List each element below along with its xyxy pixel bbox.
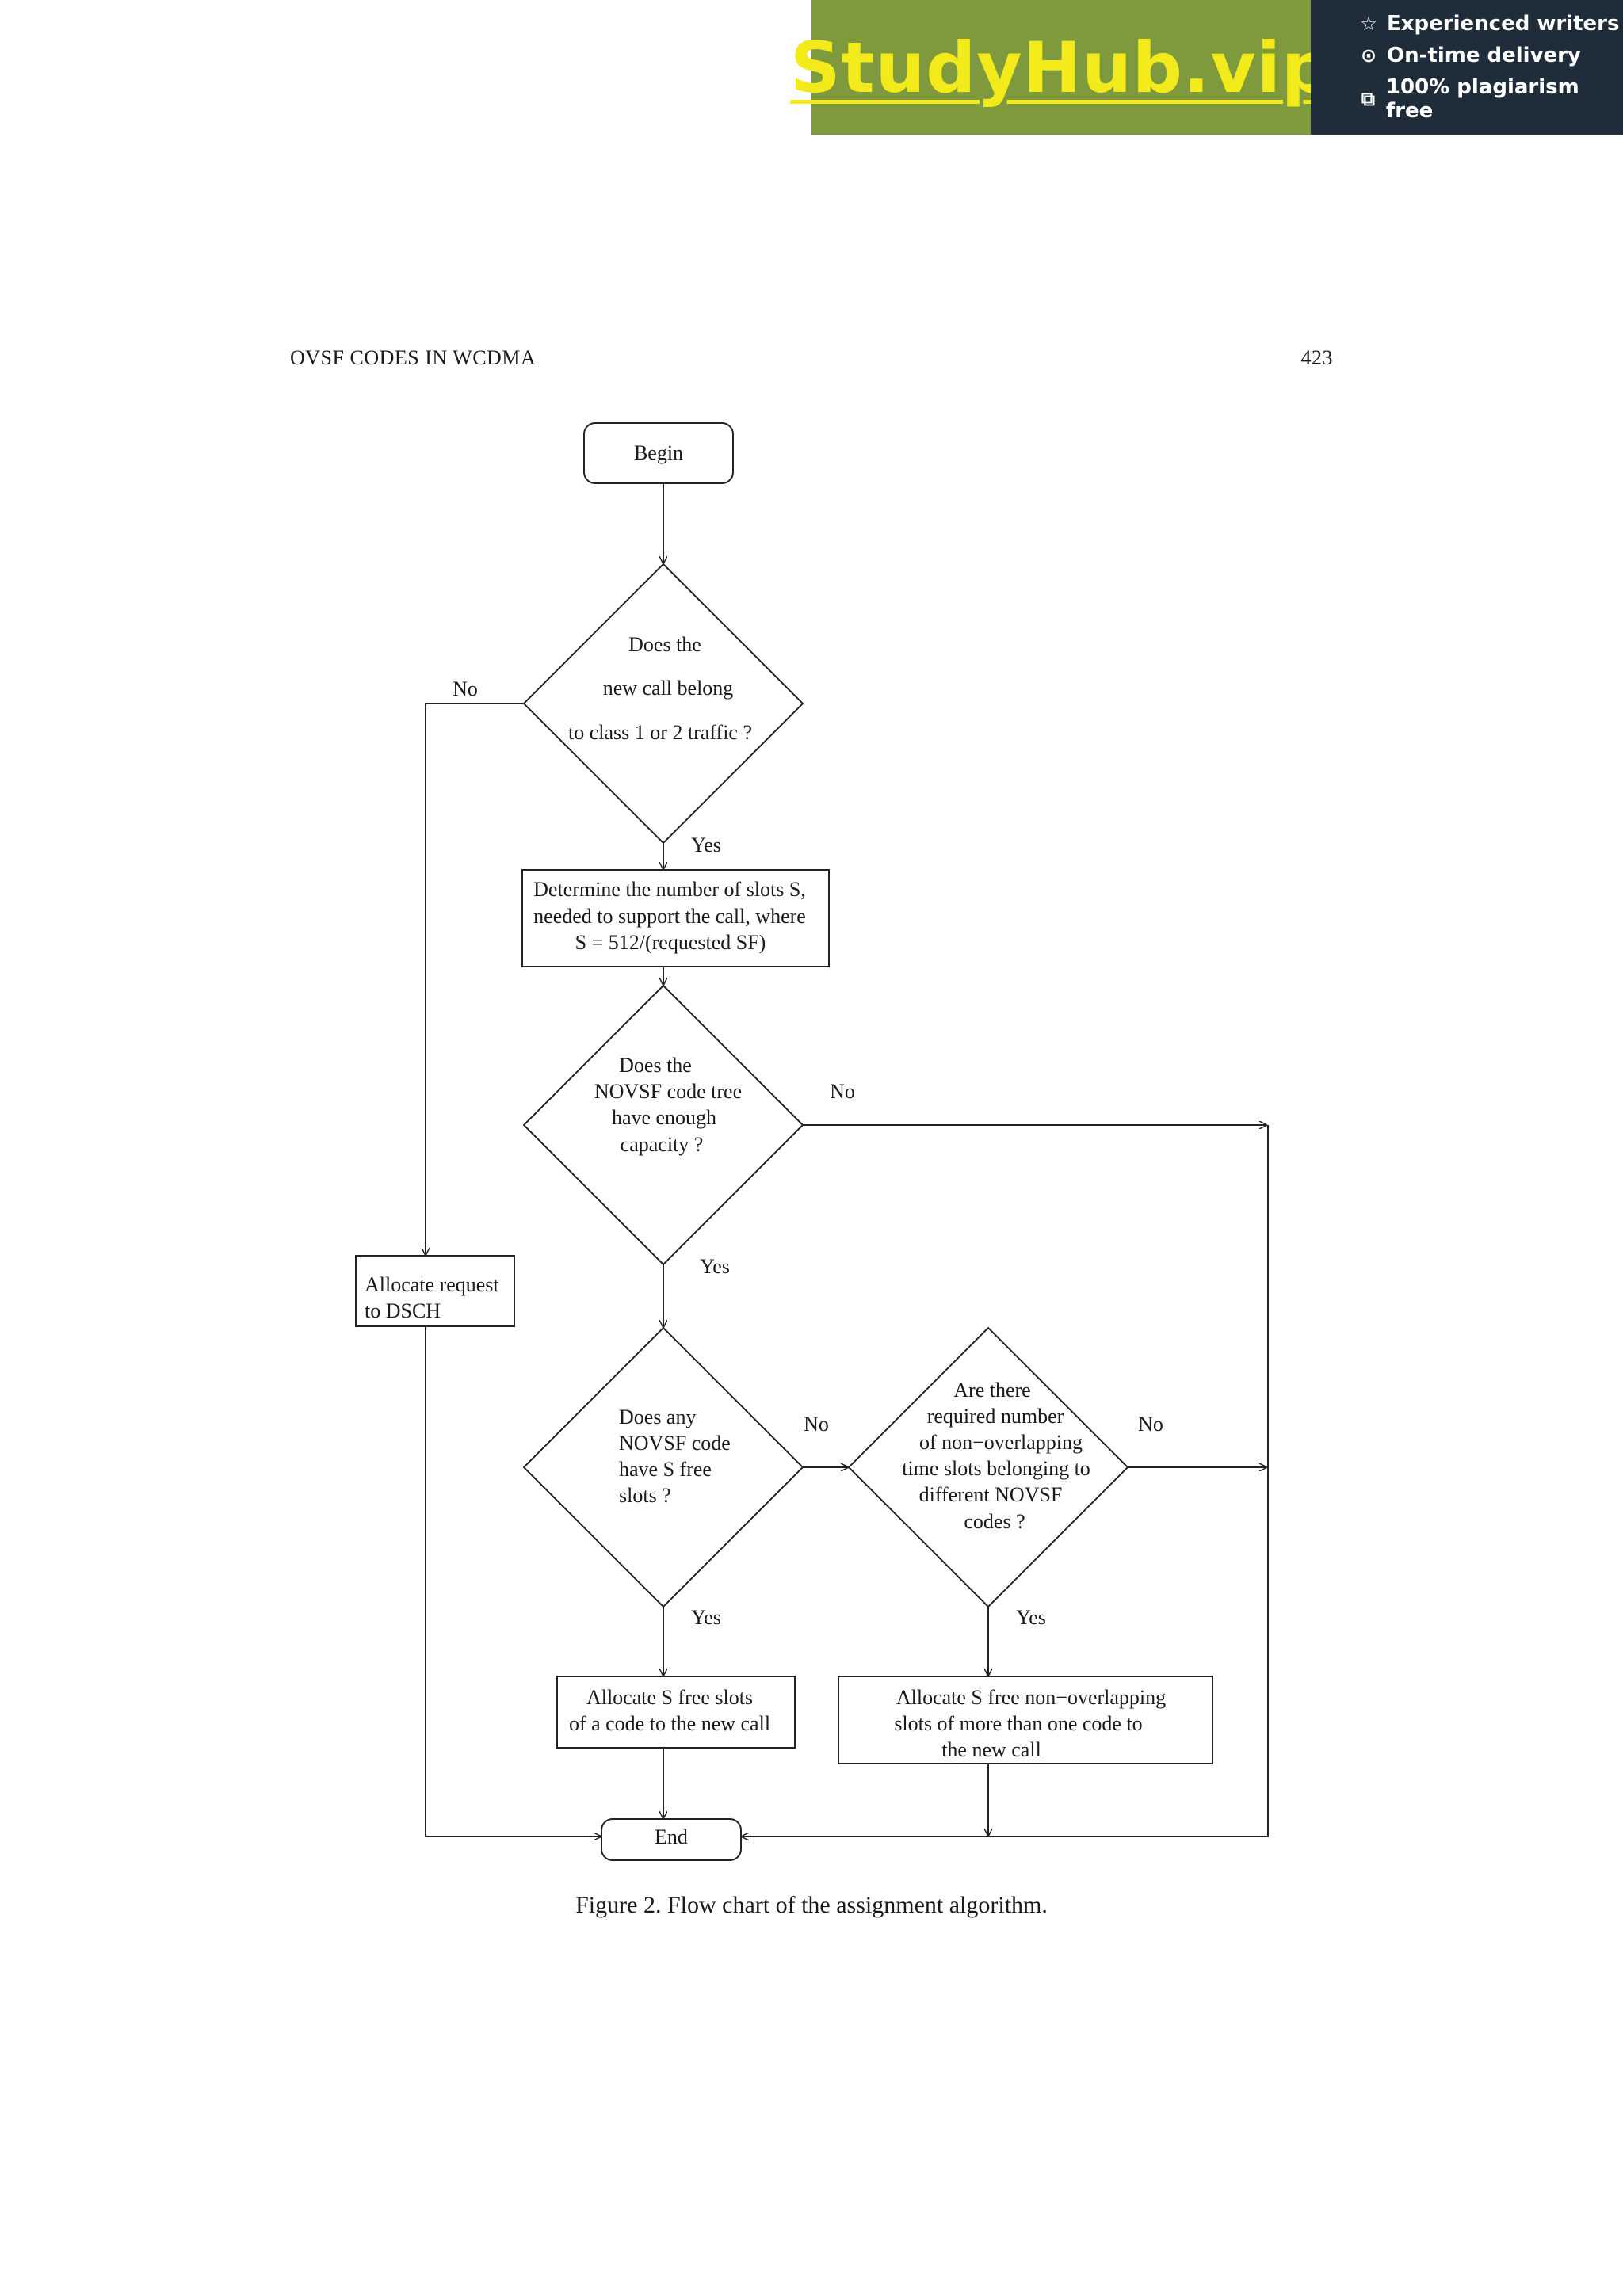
allocate-single-box <box>556 1676 796 1749</box>
allocate-multiple-label: slots of more than one code to <box>894 1712 1142 1735</box>
edge-label-no: No <box>453 677 478 700</box>
decision-free-slots-label: have S free <box>619 1458 712 1481</box>
begin-terminal <box>583 422 734 484</box>
page-number: 423 <box>1300 346 1333 369</box>
decision-class-diamond <box>522 563 804 845</box>
edge-label-no: No <box>804 1413 829 1436</box>
banner-feature-label: Experienced writers <box>1387 12 1620 36</box>
determine-slots-box <box>521 869 830 967</box>
allocate-dsch-label: to DSCH <box>365 1299 441 1322</box>
decision-non-overlapping-label: different NOVSF <box>919 1483 1063 1506</box>
clock-icon: ⊙ <box>1360 44 1377 67</box>
edge-label-yes: Yes <box>700 1255 730 1278</box>
decision-capacity-label: capacity ? <box>621 1133 704 1156</box>
edge-label-yes: Yes <box>691 833 721 856</box>
allocate-single-label: of a code to the new call <box>569 1712 770 1735</box>
ad-banner[interactable]: StudyHub.vip ☆ Experienced writers ⊙ On-… <box>790 0 1623 135</box>
allocate-single-label: Allocate S free slots <box>586 1686 753 1709</box>
decision-non-overlapping-label: required number <box>927 1405 1064 1428</box>
determine-slots-label: needed to support the call, where <box>533 905 806 928</box>
allocate-dsch-box <box>355 1255 515 1327</box>
determine-slots-label: Determine the number of slots S, <box>533 878 806 901</box>
decision-class-label: Does the <box>628 633 701 656</box>
decision-free-slots-label: NOVSF code <box>619 1432 731 1455</box>
banner-feature: ☆ Experienced writers <box>1358 12 1623 36</box>
banner-feature: ⧉ 100% plagiarism free <box>1358 75 1623 123</box>
banner-feature: ⊙ On-time delivery <box>1358 44 1623 67</box>
decision-free-slots-label: slots ? <box>619 1484 671 1507</box>
decision-non-overlapping-label: time slots belonging to <box>902 1457 1090 1480</box>
decision-class-label: new call belong <box>603 677 734 700</box>
determine-slots-label: S = 512/(requested SF) <box>575 931 766 954</box>
banner-feature-label: 100% plagiarism free <box>1385 75 1579 123</box>
begin-label: Begin <box>634 441 683 464</box>
figure-caption: Figure 2. Flow chart of the assignment a… <box>575 1892 1048 1918</box>
decision-non-overlapping-label: codes ? <box>964 1510 1025 1533</box>
banner-logo[interactable]: StudyHub.vip <box>790 26 1332 109</box>
copy-icon: ⧉ <box>1361 88 1376 110</box>
end-label: End <box>655 1825 688 1848</box>
connector <box>426 703 524 1256</box>
allocate-multiple-label: Allocate S free non−overlapping <box>896 1686 1166 1709</box>
edge-label-yes: Yes <box>691 1606 721 1629</box>
decision-free-slots-label: Does any <box>619 1405 696 1428</box>
banner-logo-area[interactable]: StudyHub.vip <box>790 0 1331 135</box>
edge-label-no: No <box>1138 1413 1163 1436</box>
connector <box>425 1326 601 1836</box>
decision-non-overlapping-label: Are there <box>953 1379 1030 1402</box>
edge-label-no: No <box>830 1080 855 1103</box>
allocate-multiple-label: the new call <box>941 1738 1041 1761</box>
banner-features: ☆ Experienced writers ⊙ On-time delivery… <box>1311 0 1623 135</box>
banner-feature-label: On-time delivery <box>1387 44 1581 67</box>
star-icon: ☆ <box>1360 13 1377 35</box>
connector <box>741 1125 1269 1836</box>
allocate-multiple-box <box>838 1676 1213 1764</box>
allocate-dsch-label: Allocate request <box>365 1273 499 1296</box>
decision-capacity-label: have enough <box>612 1106 716 1129</box>
decision-class-label: to class 1 or 2 traffic ? <box>568 721 752 744</box>
decision-capacity-label: NOVSF code tree <box>594 1080 742 1103</box>
decision-non-overlapping-label: of non−overlapping <box>919 1431 1083 1454</box>
decision-capacity-label: Does the <box>619 1054 692 1077</box>
running-title: OVSF CODES IN WCDMA <box>290 346 537 369</box>
edge-label-yes: Yes <box>1016 1606 1046 1629</box>
